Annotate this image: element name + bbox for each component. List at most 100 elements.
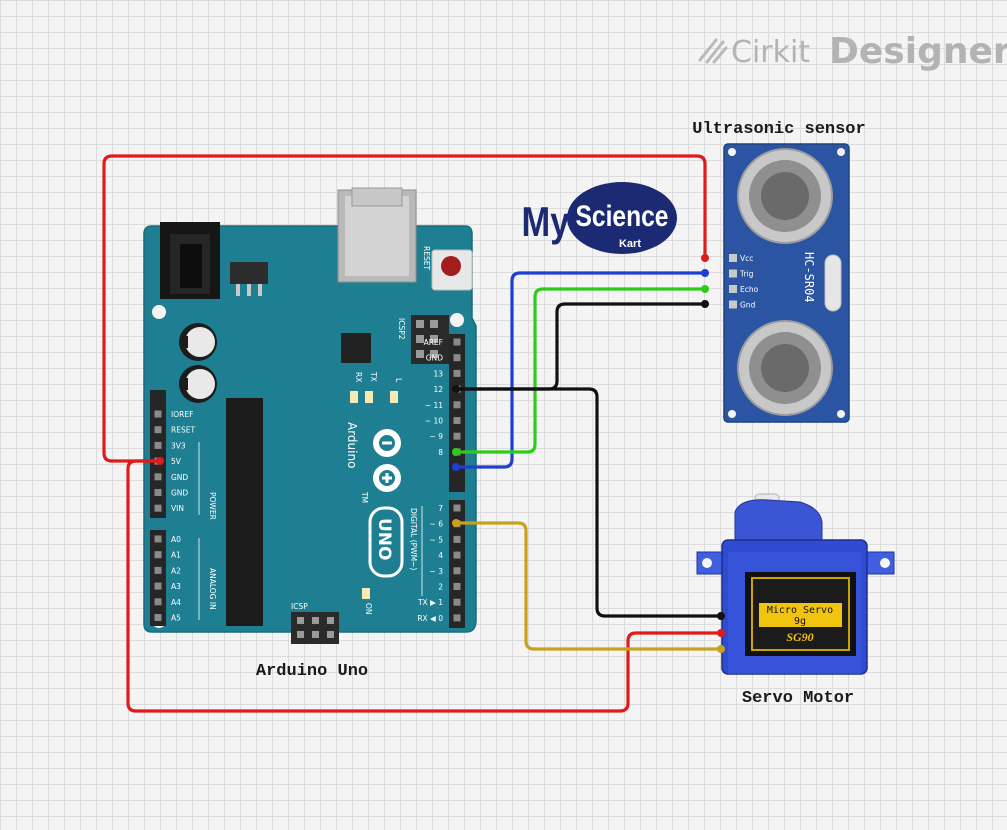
mounting-hole [152,305,166,319]
reset-button[interactable] [431,249,473,291]
rx-label: RX [354,372,363,382]
ultrasonic-sensor-label: Ultrasonic sensor [692,120,865,139]
wire-5v-to-servo-vcc[interactable] [126,459,723,713]
mounting-hole [880,558,890,568]
uno-badge: UNO [368,506,404,578]
sensor-model-label: HC-SR04 [802,252,816,303]
endpoint-sensor-gnd [701,300,709,308]
l-label: L [394,378,403,383]
on-label: ON [364,603,373,615]
logo-my-text: My [522,199,570,246]
icsp-label: ICSP [291,602,308,611]
endpoint-arduino-10 [452,448,460,456]
pin-label: VIN [171,504,184,513]
header-pin[interactable] [154,473,162,481]
header-pin[interactable] [453,598,461,606]
arduino-logo-symbols [382,441,392,483]
header-pin[interactable] [154,598,162,606]
capacitor [179,323,217,361]
analog-header [150,530,166,626]
wire-gnd-to-servo-gnd[interactable] [454,387,723,618]
sensor-pin[interactable] [729,285,737,293]
power-section-label: POWER [208,492,217,520]
atmega-microcontroller [226,398,263,626]
digital-header-bottom [449,500,465,628]
header-pin[interactable] [154,441,162,449]
header-pin[interactable] [453,401,461,409]
pin-label: IOREF [171,410,193,419]
servo-label-line3: SG90 [786,630,813,644]
header-pin[interactable] [154,551,162,559]
pin-label: ~ 6 [430,520,444,529]
pin-label: A0 [171,535,181,544]
header-pin[interactable] [453,432,461,440]
endpoint-servo-signal [717,645,725,653]
cirkit-designer-watermark: Cirkit Designer [698,31,1007,72]
mounting-hole [450,313,464,327]
icsp2-label: ICSP2 [397,318,406,340]
header-pin[interactable] [453,504,461,512]
header-pin[interactable] [453,551,461,559]
header-pin[interactable] [453,417,461,424]
endpoint-sensor-trig [701,269,709,277]
analog-section-label: ANALOG IN [208,568,217,610]
mounting-hole [702,558,712,568]
pin-label: ~ 9 [430,432,444,441]
sg90-servo-motor[interactable]: Micro Servo 9g SG90 [696,493,895,675]
pin-label: 13 [433,369,443,378]
uno-text: UNO [374,518,394,560]
header-pin[interactable] [154,489,162,496]
wire-pin10-to-echo[interactable] [454,287,707,454]
pin-label: GND [426,354,443,363]
header-pin[interactable] [154,410,162,418]
header-pin[interactable] [453,535,461,543]
wire-pin9-to-trig[interactable] [454,271,707,469]
header-pin[interactable] [453,614,461,622]
voltage-regulator [230,262,268,296]
header-pin[interactable] [453,354,461,362]
endpoint-arduino-6 [452,519,460,527]
arduino-uno-board[interactable]: RESET IC [143,187,477,644]
sensor-pin[interactable] [729,300,737,309]
l-led [390,391,398,403]
endpoint-arduino-5v [156,457,164,465]
cirkit-logo-icon [698,38,728,64]
header-pin[interactable] [453,567,461,575]
tx-led [365,391,373,403]
logo-oval [567,182,677,254]
mounting-hole [728,410,736,418]
wire-gnd-to-sensor-gnd[interactable] [454,302,707,391]
header-pin[interactable] [453,338,461,346]
wire-5v-to-vcc[interactable] [102,154,707,463]
header-pin[interactable] [154,614,162,621]
sensor-pin[interactable] [729,269,737,278]
header-pin[interactable] [154,426,162,434]
sensor-pin-label: Vcc [740,254,753,263]
sensor-pin[interactable] [729,254,737,262]
header-pin[interactable] [154,582,162,590]
crystal-oscillator [824,254,842,312]
dc-power-jack [160,222,220,299]
header-pin[interactable] [154,535,162,543]
mounting-hole [728,148,736,156]
wire-endpoints [156,254,725,653]
pin-label: A5 [171,614,181,623]
header-pin[interactable] [154,504,162,512]
servo-gear-top [734,499,823,549]
pin-label: RESET [171,426,195,435]
servo-label-sticker [759,603,842,627]
header-pin[interactable] [453,369,461,377]
header-pin[interactable] [453,583,461,590]
trademark-text: TM [360,491,369,503]
header-pin[interactable] [154,566,162,574]
pin-label: 8 [438,448,443,457]
wire-pin6-to-servo-signal[interactable] [454,521,723,651]
icsp-header [291,612,339,644]
usb-chip [341,333,371,363]
pin-label: 5V [171,457,182,466]
on-led [362,588,370,599]
rx-led [350,391,358,403]
